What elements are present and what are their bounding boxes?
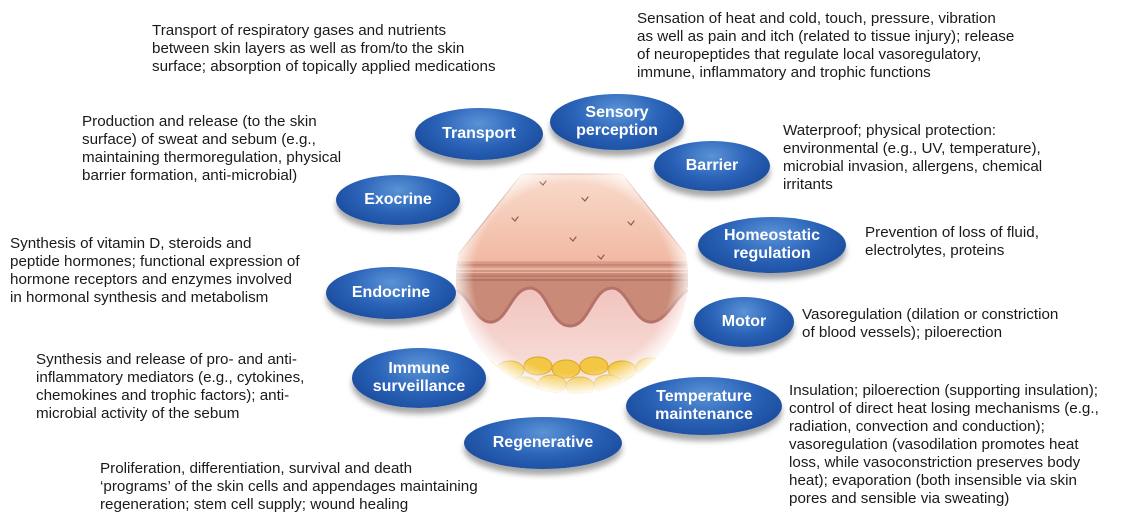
sensory-perception-ellipse: Sensory perception	[550, 94, 684, 150]
homeostatic-regulation-ellipse: Homeostatic regulation	[698, 217, 846, 273]
motor-description: Vasoregulation (dilation or constriction…	[802, 306, 1058, 342]
temperature-maintenance-ellipse: Temperature maintenance	[626, 377, 782, 435]
endocrine-ellipse: Endocrine	[326, 267, 456, 319]
exocrine-ellipse: Exocrine	[336, 175, 460, 225]
motor-ellipse: Motor	[694, 297, 794, 347]
sensory-perception-description: Sensation of heat and cold, touch, press…	[637, 10, 1014, 82]
regenerative-description: Proliferation, differentiation, survival…	[100, 460, 478, 514]
immune-surveillance-ellipse: Immune surveillance	[352, 348, 486, 408]
homeostatic-regulation-description: Prevention of loss of fluid, electrolyte…	[865, 224, 1039, 260]
transport-ellipse: Transport	[415, 108, 543, 160]
skin-cross-section-illustration	[452, 162, 692, 394]
regenerative-ellipse: Regenerative	[464, 417, 622, 469]
immune-surveillance-description: Synthesis and release of pro- and anti- …	[36, 351, 304, 423]
temperature-maintenance-description: Insulation; piloerection (supporting ins…	[789, 382, 1099, 508]
barrier-description: Waterproof; physical protection: environ…	[783, 122, 1042, 194]
endocrine-description: Synthesis of vitamin D, steroids and pep…	[10, 235, 300, 307]
barrier-ellipse: Barrier	[654, 141, 770, 191]
exocrine-description: Production and release (to the skin surf…	[82, 113, 341, 185]
transport-description: Transport of respiratory gases and nutri…	[152, 22, 496, 76]
